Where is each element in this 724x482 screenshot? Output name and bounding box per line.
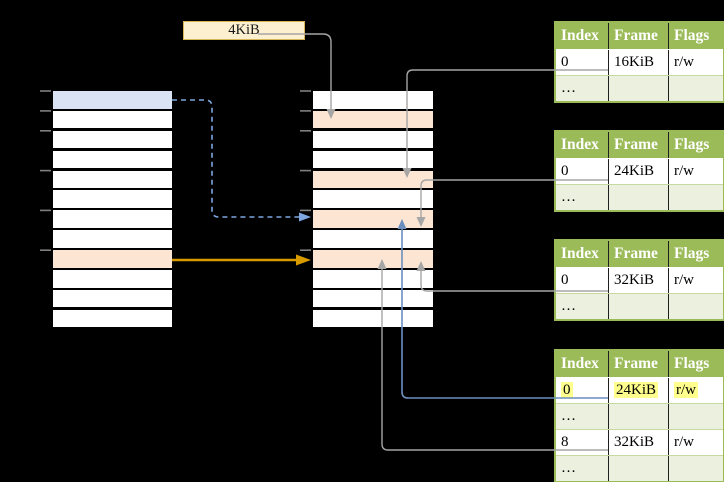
page-table-16kib-row-1: … [556,75,723,101]
column-header-index: Index [561,355,599,372]
table-cell [608,456,668,481]
virtual-page-row-4 [53,170,172,189]
column-header-frame: Frame [608,351,668,377]
memory-frame-row-5 [313,190,433,208]
page-table-24kib-row-1: … [556,184,723,210]
table-cell [608,404,668,429]
highlighted-value: 24KiB [614,382,659,398]
page-size-label: 4KiB [183,21,305,40]
virtual-page-row-8 [53,250,172,268]
table-cell [668,404,723,429]
highlighted-value: 0 [561,382,573,398]
virtual-page-row-1 [53,110,172,129]
table-cell [608,294,668,319]
table-cell: r/w [668,430,723,455]
column-header-flags: Flags [668,132,723,158]
table-cell: 24KiB [608,378,668,403]
virtual-page-row-0 [53,91,172,109]
table-cell: r/w [668,378,723,403]
table-cell [668,76,723,101]
page-table-level2-row-1: … [556,403,723,429]
memory-frame-row-3 [313,150,433,169]
memory-frame-row-0 [313,91,433,109]
page-table-level2-row-3: … [556,455,723,481]
column-header-index: Index [561,27,599,44]
column-header-frame: Frame [608,241,668,267]
column-header-flags: Flags [668,241,723,267]
table-cell [668,185,723,210]
table-cell: 32KiB [608,268,668,293]
column-header-frame: Frame [608,23,668,49]
virtual-memory-table [53,91,172,330]
table-cell: 0 [561,272,569,288]
table-cell [608,185,668,210]
page-table-32kib-row-1: … [556,293,723,319]
column-header-index: Index [561,245,599,262]
memory-frame-row-11 [313,309,433,328]
table-cell: 0 [561,54,569,70]
table-cell: … [561,189,576,205]
virtual-page-row-10 [53,289,172,308]
virtualrow0-to-frame6-connector [172,99,299,218]
table-cell [608,76,668,101]
virtual-page-row-7 [53,230,172,248]
memory-frame-row-1 [313,110,433,129]
table-cell: 0 [556,378,608,403]
virtual-page-row-11 [53,309,172,328]
memory-frame-row-2 [313,130,433,149]
table-cell: r/w [668,159,723,184]
table-cell: 24KiB [608,159,668,184]
virtual-page-row-2 [53,130,172,149]
table-cell [668,294,723,319]
virtual-page-row-6 [53,210,172,228]
arrowhead-right-icon [296,254,311,266]
table-cell: … [561,460,576,476]
table-cell: 32KiB [608,430,668,455]
column-header-flags: Flags [668,23,723,49]
virtual-page-row-5 [53,190,172,208]
table-cell: 8 [561,434,569,450]
memory-frame-row-4 [313,170,433,189]
table-cell: r/w [668,50,723,75]
table-cell [668,456,723,481]
column-header-frame: Frame [608,132,668,158]
memory-frame-row-9 [313,270,433,288]
memory-frame-row-7 [313,230,433,248]
physical-memory-table [313,91,433,330]
table-cell: 16KiB [608,50,668,75]
column-header-flags: Flags [668,351,723,377]
memory-frame-row-8 [313,250,433,268]
table-cell: … [561,298,576,314]
column-header-index: Index [561,136,599,153]
memory-frame-row-6 [313,210,433,228]
page-table-level2-row-0: 0 24KiB r/w [556,377,723,403]
highlighted-value: r/w [674,382,698,398]
table-cell: … [561,408,576,424]
table-cell: r/w [668,268,723,293]
arrowhead-right-icon [299,212,311,222]
table-cell: … [561,80,576,96]
virtual-page-row-9 [53,270,172,288]
table-cell: 0 [561,163,569,179]
virtual-page-row-3 [53,150,172,169]
memory-frame-row-10 [313,289,433,308]
